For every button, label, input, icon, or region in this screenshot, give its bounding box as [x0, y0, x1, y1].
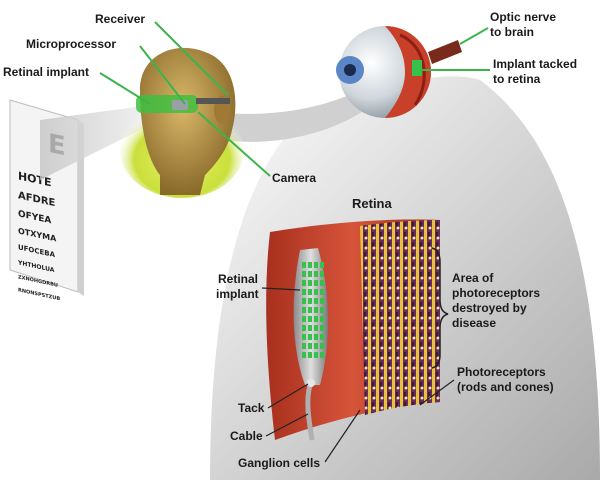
implant-electrode: [308, 352, 312, 358]
implant-electrode: [320, 298, 324, 304]
implant-electrode: [320, 307, 324, 313]
label-retinal-implant-top: Retinal implant: [3, 65, 89, 79]
implant-electrode: [302, 307, 306, 313]
implant-electrode: [314, 298, 318, 304]
optic-nerve: [428, 40, 462, 64]
implant-on-retina: [412, 60, 422, 76]
implant-electrode: [320, 325, 324, 331]
damaged-area-bracket: [431, 247, 449, 369]
eye-chart: EHOTEAFDREOFYEAOTXYMAUFOCEBAYHTHOLUAZXNO…: [9, 99, 84, 302]
implant-electrode: [302, 316, 306, 322]
implant-electrode: [302, 325, 306, 331]
vision-beam: [40, 105, 150, 180]
label-ganglion-cells: Ganglion cells: [238, 456, 320, 470]
implant-electrode: [314, 352, 318, 358]
label-area-line1: Area of: [452, 271, 494, 285]
label-cable: Cable: [230, 429, 263, 443]
label-implant-tacked-line2: to retina: [493, 72, 541, 86]
implant-electrode: [308, 271, 312, 277]
implant-electrode: [320, 352, 324, 358]
label-camera: Camera: [272, 171, 316, 185]
implant-electrode: [314, 343, 318, 349]
retina-block: [266, 219, 440, 441]
implant-electrode: [320, 271, 324, 277]
label-area-line2: photoreceptors: [452, 286, 540, 300]
implant-electrode: [302, 271, 306, 277]
label-implant-tacked-line1: Implant tacked: [493, 57, 577, 71]
implant-electrode: [308, 316, 312, 322]
implant-electrode: [320, 289, 324, 295]
label-area-line4: disease: [452, 316, 496, 330]
implant-electrode: [308, 289, 312, 295]
label-microprocessor: Microprocessor: [26, 37, 116, 51]
implant-electrode: [308, 325, 312, 331]
implant-electrode: [314, 271, 318, 277]
implant-electrode: [308, 334, 312, 340]
label-retinal-implant-line1: Retinal: [218, 272, 258, 286]
eye-connector-swoosh: [200, 90, 365, 142]
implant-electrode: [320, 343, 324, 349]
implant-electrode: [302, 280, 306, 286]
label-optic-nerve-line2: to brain: [490, 25, 534, 39]
implant-electrode: [320, 280, 324, 286]
cable-icon: [305, 384, 315, 441]
leader-lines-dark: [261, 287, 455, 463]
microprocessor-module: [172, 100, 188, 110]
tack-icon: [307, 379, 315, 387]
implant-electrode: [314, 307, 318, 313]
implant-electrode: [302, 352, 306, 358]
label-receiver: Receiver: [95, 12, 145, 26]
implant-electrode: [308, 298, 312, 304]
implant-electrode: [314, 289, 318, 295]
label-optic-nerve-line1: Optic nerve: [490, 10, 556, 24]
implant-electrode: [302, 289, 306, 295]
implant-electrode: [314, 262, 318, 268]
implant-electrode: [314, 316, 318, 322]
implant-electrode: [308, 262, 312, 268]
implant-electrode: [302, 343, 306, 349]
implant-electrode: [320, 316, 324, 322]
eye-chart-row: RNONSPSTZUB: [18, 287, 60, 302]
implant-electrode: [302, 262, 306, 268]
implant-electrode: [302, 334, 306, 340]
eyeball: [336, 26, 462, 118]
implant-electrode: [314, 325, 318, 331]
label-photoreceptors-line1: Photoreceptors: [457, 365, 546, 379]
implant-electrode: [308, 343, 312, 349]
implant-electrode: [320, 262, 324, 268]
implant-electrode: [308, 307, 312, 313]
label-retina-title: Retina: [352, 196, 393, 211]
implant-electrode: [314, 334, 318, 340]
implant-electrode: [302, 298, 306, 304]
implant-electrode-grid: [302, 262, 324, 358]
implant-electrode: [308, 280, 312, 286]
implant-electrode: [320, 334, 324, 340]
label-retinal-implant-line2: implant: [216, 287, 259, 301]
label-area-line3: destroyed by: [452, 301, 527, 315]
label-tack: Tack: [238, 401, 265, 415]
implant-electrode: [314, 280, 318, 286]
leader-lines: [99, 21, 490, 177]
label-photoreceptors-line2: (rods and cones): [457, 380, 554, 394]
